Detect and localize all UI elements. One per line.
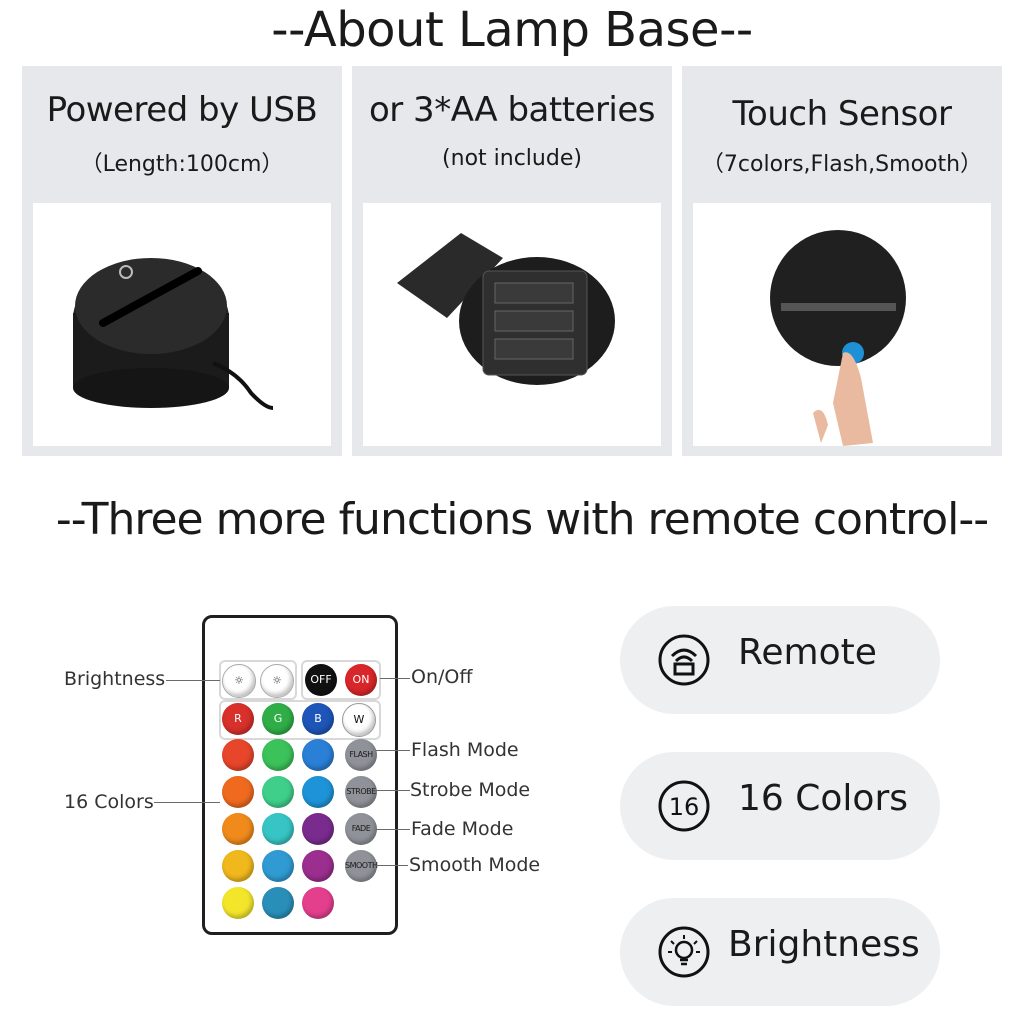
sun-icon: ☼: [234, 674, 244, 687]
green-button[interactable]: G: [262, 703, 294, 735]
blue-button[interactable]: B: [302, 703, 334, 735]
brightness-down-button[interactable]: ☼: [260, 664, 294, 698]
smooth-leader: [376, 865, 408, 866]
color-button[interactable]: [222, 813, 254, 845]
color-button[interactable]: [302, 739, 334, 771]
panel-touch-subtitle: （7colors,Flash,Smooth）: [701, 152, 983, 177]
brightness-up-button[interactable]: ☼: [222, 664, 256, 698]
remote-signal-icon: [658, 634, 710, 686]
color-button[interactable]: [222, 850, 254, 882]
feature-16-colors-label: 16 Colors: [738, 778, 908, 819]
off-button[interactable]: OFF: [305, 664, 337, 696]
colors-leader: [154, 802, 220, 803]
color-button[interactable]: [302, 776, 334, 808]
on-button[interactable]: ON: [345, 664, 377, 696]
touch-sensor-image: [693, 203, 991, 446]
feature-16-colors: 16 16 Colors: [620, 752, 940, 860]
svg-text:16: 16: [669, 793, 700, 821]
feature-remote: Remote: [620, 606, 940, 714]
flash-button[interactable]: FLASH: [345, 739, 377, 771]
color-button[interactable]: [262, 739, 294, 771]
usb-lamp-base-image: [33, 203, 331, 446]
color-button[interactable]: [302, 813, 334, 845]
feature-remote-label: Remote: [738, 632, 877, 673]
color-button[interactable]: [262, 887, 294, 919]
about-lamp-base-heading: --About Lamp Base--: [271, 2, 753, 58]
panel-usb-subtitle: （Length:100cm）: [80, 152, 284, 177]
panel-usb: Powered by USB （Length:100cm）: [22, 66, 342, 456]
feature-brightness: Brightness: [620, 898, 940, 1006]
touch-power-icon: [119, 265, 133, 279]
color-button[interactable]: [262, 776, 294, 808]
color-button[interactable]: [222, 739, 254, 771]
rgb-row: [219, 700, 381, 740]
color-button[interactable]: [222, 776, 254, 808]
panel-batteries-subtitle: (not include): [442, 146, 582, 171]
feature-brightness-label: Brightness: [728, 924, 920, 965]
smooth-button[interactable]: SMOOTH: [345, 850, 378, 882]
fade-button[interactable]: FADE: [345, 813, 377, 845]
brightness-bulb-icon: [658, 926, 710, 978]
battery-compartment-image: [363, 203, 661, 446]
panel-usb-title: Powered by USB: [46, 90, 318, 130]
sun-small-icon: ☼: [272, 674, 282, 687]
color-button[interactable]: [222, 887, 254, 919]
color-button[interactable]: [302, 850, 334, 882]
fade-mode-callout: Fade Mode: [411, 818, 514, 840]
strobe-leader: [376, 790, 410, 791]
colors-callout: 16 Colors: [64, 791, 154, 813]
strobe-mode-callout: Strobe Mode: [410, 779, 531, 801]
red-button[interactable]: R: [222, 703, 254, 735]
panel-touch-title: Touch Sensor: [732, 94, 952, 134]
fade-leader: [376, 829, 410, 830]
sixteen-colors-icon: 16: [658, 780, 710, 832]
remote-control: ☼ ☼ OFF ON R G B W FLASH STROBE FADE SMO…: [202, 615, 398, 935]
panel-touch-sensor: Touch Sensor （7colors,Flash,Smooth）: [682, 66, 1002, 456]
remote-functions-heading: --Three more functions with remote contr…: [55, 494, 989, 545]
white-button[interactable]: W: [342, 703, 376, 737]
strobe-button[interactable]: STROBE: [345, 776, 377, 808]
brightness-callout: Brightness: [64, 668, 166, 690]
color-button[interactable]: [262, 850, 294, 882]
brightness-leader: [166, 680, 220, 681]
smooth-mode-callout: Smooth Mode: [409, 854, 541, 876]
flash-mode-callout: Flash Mode: [411, 739, 519, 761]
power-row: [301, 660, 381, 700]
panel-batteries: or 3*AA batteries (not include): [352, 66, 672, 456]
color-button[interactable]: [262, 813, 294, 845]
color-button[interactable]: [302, 887, 334, 919]
brightness-row: [219, 660, 297, 700]
flash-leader: [376, 750, 410, 751]
onoff-callout: On/Off: [411, 666, 473, 688]
onoff-leader: [380, 678, 410, 679]
panel-batteries-title: or 3*AA batteries: [368, 90, 656, 130]
